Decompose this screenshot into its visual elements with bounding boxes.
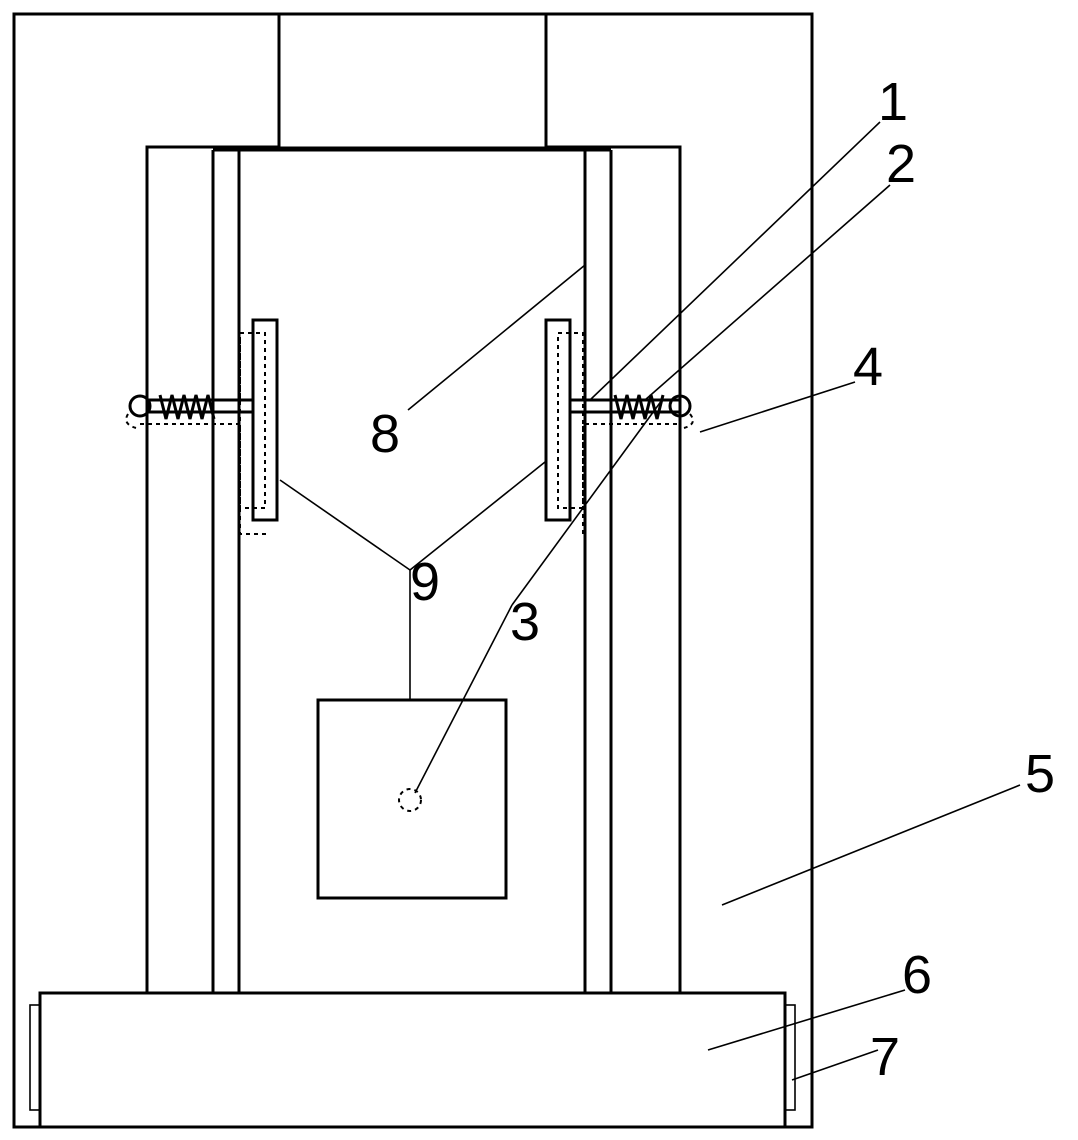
label-7: 7	[870, 1027, 900, 1087]
right-clamp	[544, 318, 694, 534]
ball-icon	[128, 394, 152, 418]
label-5: 5	[1025, 744, 1055, 804]
label-3: 3	[510, 592, 540, 652]
ball-icon	[668, 394, 692, 418]
spring-icon	[158, 394, 216, 420]
label-2: 2	[886, 134, 916, 194]
label-6: 6	[902, 945, 932, 1005]
label-4: 4	[853, 337, 883, 397]
left-clamp	[125, 318, 279, 535]
leader-lines	[279, 121, 1021, 1081]
label-1: 1	[878, 72, 908, 132]
spring-icon	[613, 394, 665, 420]
base	[29, 991, 796, 1129]
label-9: 9	[410, 552, 440, 612]
label-8: 8	[370, 404, 400, 464]
guide-rails	[211, 146, 613, 993]
weight-block	[316, 570, 508, 900]
